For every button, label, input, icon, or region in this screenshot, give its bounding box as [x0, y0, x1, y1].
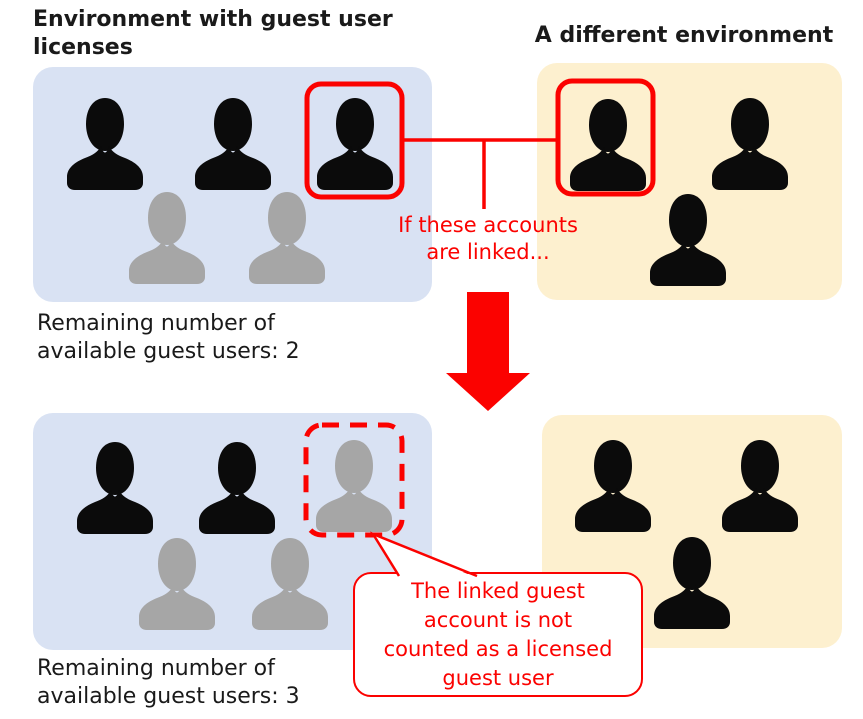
note-line: are linked...	[426, 240, 550, 264]
user-icon	[652, 533, 732, 629]
remaining-guests-caption-bottom: Remaining number of available guest user…	[37, 655, 300, 711]
licensed-user-icon	[75, 438, 155, 534]
remaining-guests-caption-top: Remaining number of available guest user…	[37, 310, 300, 366]
left-environment-title: Environment with guest user licenses	[33, 7, 393, 60]
note-line: If these accounts	[398, 213, 578, 237]
user-icon	[720, 436, 800, 532]
caption-line: Remaining number of	[37, 656, 275, 681]
callout-line: counted as a licensed	[383, 637, 613, 661]
callout-text: The linked guest account is not counted …	[355, 574, 641, 693]
available-guest-slot-icon	[127, 188, 207, 284]
right-environment-title: A different environment	[534, 23, 834, 48]
caption-line: available guest users: 3	[37, 684, 300, 709]
callout-line: guest user	[442, 666, 554, 690]
callout-bubble: The linked guest account is not counted …	[353, 572, 643, 697]
available-guest-slot-icon	[247, 188, 327, 284]
licensed-user-icon	[193, 94, 273, 190]
caption-line: Remaining number of	[37, 311, 275, 336]
licensed-user-icon	[197, 438, 277, 534]
linked-account-icon	[568, 95, 648, 191]
callout-line: The linked guest	[411, 579, 585, 603]
down-arrow-icon	[446, 292, 530, 411]
linked-guest-user-icon	[315, 94, 395, 190]
available-guest-slot-icon	[137, 534, 217, 630]
available-guest-slot-icon	[250, 534, 330, 630]
licensed-user-icon	[65, 94, 145, 190]
user-icon	[648, 190, 728, 286]
caption-line: available guest users: 2	[37, 339, 300, 364]
linked-accounts-note: If these accounts are linked...	[368, 212, 608, 266]
callout-line: account is not	[423, 608, 573, 632]
user-icon	[573, 436, 653, 532]
uncounted-linked-guest-icon	[314, 436, 394, 532]
user-icon	[710, 94, 790, 190]
